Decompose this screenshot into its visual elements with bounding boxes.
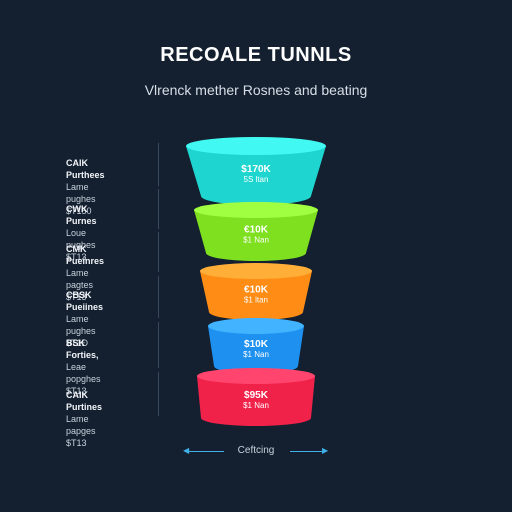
segment-value-label: $170K xyxy=(241,164,271,175)
stage-detail: Lame pughes $T150 xyxy=(66,182,96,216)
stage-detail: Lame pughes $T1Ð xyxy=(66,314,96,348)
stage-name: CAIK Purtines xyxy=(66,390,103,412)
stage-label: CAIK Purthees Lame pughes $T150 xyxy=(66,157,105,217)
separator-line xyxy=(158,143,159,186)
footer-line-right xyxy=(290,451,326,452)
footer-label: Ceftcing xyxy=(237,445,275,456)
segment-sub-label: $1 Nan xyxy=(243,350,269,359)
funnel-segment: $95K$1 Nan xyxy=(197,368,315,426)
segment-sub-label: 5S ltan xyxy=(244,175,269,184)
stage-name: CMK Pueinres xyxy=(66,244,105,266)
funnel-segment: $10K$1 Nan xyxy=(208,318,304,374)
stage-detail: Loue pughes $T13 xyxy=(66,228,96,262)
funnel-segment-top xyxy=(197,368,315,384)
stage-name: CWK Purnes xyxy=(66,204,97,226)
chart-subtitle: Vlrenck mether Rosnes and beating xyxy=(144,82,368,98)
arrow-left-icon: ◀ xyxy=(183,446,190,455)
stage-name: CBSK Pueiines xyxy=(66,290,104,312)
funnel-segment-body xyxy=(197,376,315,426)
separator-line xyxy=(158,372,159,416)
stage-label: CWK Purnes Loue pughes $T13 xyxy=(66,203,97,263)
funnel-segment: €10K$1 ltan xyxy=(200,263,312,320)
funnel-segment-body xyxy=(200,271,312,320)
segment-value-label: $95K xyxy=(244,390,269,401)
segment-sub-label: $1 ltan xyxy=(244,296,268,305)
funnel-segment-body xyxy=(194,210,318,261)
segment-sub-label: $1 Nan xyxy=(243,236,269,245)
segment-value-label: €10K xyxy=(244,285,269,296)
stage-label: CMK Pueinres Lame pagtes $T13 xyxy=(66,243,104,303)
stage-detail: Leae popghes $T13 xyxy=(66,362,101,396)
funnel-segment-top xyxy=(200,263,312,279)
segment-value-label: $10K xyxy=(244,339,269,350)
funnel-segment-top xyxy=(186,137,326,155)
arrow-right-icon: ▶ xyxy=(322,446,329,455)
segment-value-label: €10K xyxy=(244,225,269,236)
funnel-segment: €10K$1 Nan xyxy=(194,202,318,261)
stage-label: CBSK Pueiines Lame pughes $T1Ð xyxy=(66,289,103,349)
stage-detail: Lame pagtes $T13 xyxy=(66,268,94,302)
chart-title: RECOALE TUNNLS xyxy=(160,44,352,66)
segment-sub-label: $1 Nan xyxy=(243,401,269,410)
funnel-segment-body xyxy=(186,146,326,205)
separator-line xyxy=(158,232,159,272)
stage-label: CAIK Purtines Lame papges $T13 xyxy=(66,389,102,449)
stage-detail: Lame papges $T13 xyxy=(66,414,96,448)
stage-name: CAIK Purthees xyxy=(66,158,105,180)
separator-line xyxy=(158,189,159,229)
stage-name: BSK Forties, xyxy=(66,338,99,360)
funnel-segment-top xyxy=(208,318,304,334)
funnel-segment-top xyxy=(194,202,318,218)
stage-label: BSK Forties, Leae popghes $T13 xyxy=(66,337,101,397)
footer-line-left xyxy=(186,451,224,452)
separator-line xyxy=(158,322,159,368)
funnel-segment-body xyxy=(208,326,304,374)
separator-line xyxy=(158,276,159,318)
